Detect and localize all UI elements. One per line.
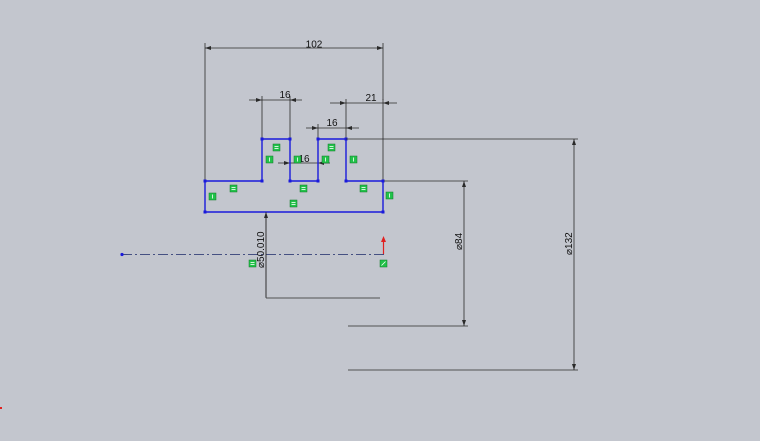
dimension-mid-diameter[interactable]: ⌀84	[348, 180, 468, 327]
dimension-left-slot-width-label: 16	[279, 90, 291, 101]
vertical-relation-icon[interactable]	[265, 155, 274, 164]
dimension-outer-diameter[interactable]: ⌀132	[346, 138, 578, 371]
dimension-right-slot-width[interactable]: 16	[306, 118, 359, 139]
dimension-overall-width-label: 102	[306, 40, 323, 51]
vertical-relation-icon[interactable]	[321, 155, 330, 164]
coincident-relation-icon[interactable]	[379, 259, 388, 268]
horizontal-relation-icon[interactable]	[229, 184, 238, 193]
dimension-right-offset-label: 21	[365, 93, 377, 104]
dimension-mid-diameter-label: ⌀84	[454, 232, 465, 250]
dimension-center-tab-width-label: 16	[298, 154, 310, 165]
origin-arrow-icon[interactable]	[381, 236, 386, 254]
status-marker-icon	[0, 407, 2, 409]
dimension-outer-diameter-label: ⌀132	[564, 232, 575, 255]
horizontal-relation-icon[interactable]	[289, 199, 298, 208]
horizontal-relation-icon[interactable]	[359, 184, 368, 193]
centerline-endpoint[interactable]	[120, 252, 124, 257]
dimension-right-slot-width-label: 16	[326, 118, 338, 129]
dimension-right-offset[interactable]: 21	[330, 93, 397, 139]
dimension-inner-diameter-label: ⌀50.010	[256, 231, 267, 268]
horizontal-relation-icon[interactable]	[327, 143, 336, 152]
vertical-relation-icon[interactable]	[349, 155, 358, 164]
dimension-overall-width[interactable]: 102	[204, 40, 384, 182]
vertical-relation-icon[interactable]	[208, 192, 217, 201]
horizontal-relation-icon[interactable]	[299, 184, 308, 193]
dimension-inner-diameter[interactable]: ⌀50.010	[256, 212, 380, 299]
vertical-relation-icon[interactable]	[293, 155, 302, 164]
dimension-left-slot-width[interactable]: 16	[249, 90, 302, 139]
horizontal-relation-icon[interactable]	[272, 143, 281, 152]
horizontal-relation-icon[interactable]	[248, 259, 257, 268]
vertical-relation-icon[interactable]	[385, 191, 394, 200]
